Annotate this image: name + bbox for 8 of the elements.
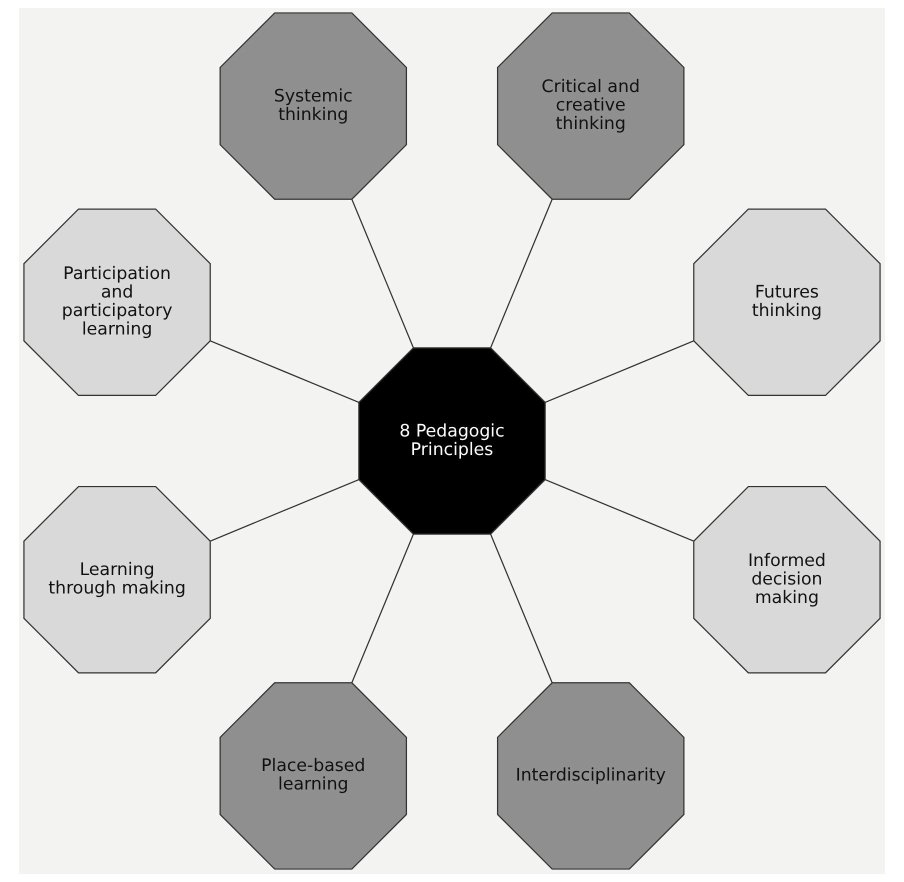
connector bbox=[545, 479, 694, 542]
connector bbox=[545, 340, 694, 403]
connector bbox=[351, 534, 414, 683]
connector bbox=[351, 199, 414, 348]
connector bbox=[490, 534, 553, 683]
connector bbox=[210, 479, 359, 542]
connector bbox=[210, 340, 359, 403]
connector bbox=[490, 199, 553, 348]
